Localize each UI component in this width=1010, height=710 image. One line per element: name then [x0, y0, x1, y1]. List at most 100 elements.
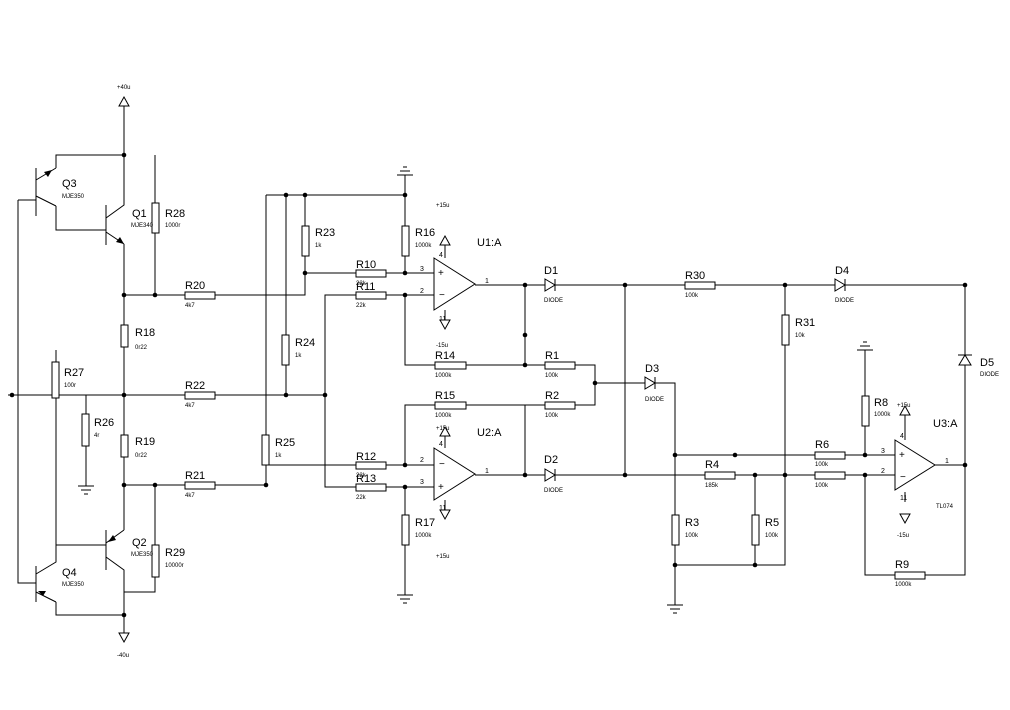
resistor-ref: R5	[765, 517, 779, 529]
opamp-ref: U2:A	[477, 427, 502, 439]
junction	[622, 282, 628, 288]
transistors: Q3 MJE350 Q1 MJE340 Q2 MJE350 Q4 MJE350	[18, 167, 154, 603]
plus-sign: +	[438, 268, 444, 279]
transistor-ref: Q4	[62, 567, 77, 579]
diode-d3: D3 DIODE	[644, 363, 664, 403]
resistor-value: 22k	[356, 281, 367, 287]
opamp-u2: − + 2 3 1 4 11 U2:A +15u +15u	[420, 426, 502, 560]
pin-number: 3	[881, 448, 885, 455]
resistor-ref: R1	[545, 350, 559, 362]
resistor-value: 100r	[64, 383, 76, 389]
junction	[152, 292, 158, 298]
plus-sign: +	[899, 450, 905, 461]
pin-number: 2	[420, 457, 424, 464]
arrow-down-icon	[439, 319, 451, 331]
opamp-u3: + − 3 2 1 4 11 U3:A TL074 +15u -15u	[881, 403, 958, 539]
pin-number: 2	[420, 288, 424, 295]
pin-number: 1	[485, 278, 489, 285]
junction	[9, 392, 15, 398]
resistor-value: 1000r	[165, 223, 180, 229]
resistor-value: 100k	[685, 533, 699, 539]
supply-label: +15u	[436, 554, 450, 560]
junction	[862, 452, 868, 458]
diode-ref: D3	[645, 363, 659, 375]
diode-ref: D5	[980, 357, 994, 369]
arrow-up-icon	[439, 234, 451, 246]
supply-label: -40u	[117, 653, 129, 659]
diode-ref: D1	[544, 265, 558, 277]
resistor-r3: R3 100k	[671, 514, 699, 546]
transistor-q2: Q2 MJE350	[76, 529, 154, 575]
resistor-value: 1000k	[415, 243, 432, 249]
pin-number: 4	[900, 433, 904, 440]
resistor-ref: R18	[135, 327, 155, 339]
resistor-value: 10000r	[165, 563, 184, 569]
junction	[402, 484, 408, 490]
resistor-ref: R11	[356, 281, 375, 293]
ground-icon	[667, 604, 683, 614]
diode-type: DIODE	[544, 298, 563, 304]
resistor-value: 1k	[295, 353, 302, 359]
transistor-ref: Q3	[62, 178, 77, 190]
resistor-value: 100k	[545, 413, 559, 419]
resistor-value: 0r22	[135, 345, 148, 351]
minus-sign: −	[439, 459, 445, 470]
resistor-value: 100k	[765, 533, 779, 539]
supply-label: +15u	[436, 203, 450, 209]
resistor-value: 4k7	[185, 303, 195, 309]
resistor-ref: R3	[685, 517, 699, 529]
plus-sign: +	[438, 482, 444, 493]
resistor-ref: R27	[64, 367, 84, 379]
supply-label: -15u	[897, 533, 909, 539]
resistor-ref: R13	[356, 473, 376, 485]
junction	[283, 392, 289, 398]
resistor-value: 22k	[356, 473, 367, 479]
resistor-value: 1k	[275, 453, 282, 459]
junction	[121, 482, 127, 488]
supply-label: +40u	[117, 85, 131, 91]
pin-number: 1	[485, 468, 489, 475]
resistor-ref: R21	[185, 470, 205, 482]
resistor-ref: R28	[165, 208, 185, 220]
diode-type: DIODE	[980, 372, 999, 378]
resistor-ref: R25	[275, 437, 295, 449]
resistor-value: 10k	[795, 333, 806, 339]
junction	[672, 452, 678, 458]
junction	[402, 192, 408, 198]
junction	[732, 452, 738, 458]
junction	[672, 562, 678, 568]
junction	[522, 362, 528, 368]
transistor-q4: Q4 MJE350	[35, 545, 85, 603]
resistor-value: 1000k	[435, 413, 452, 419]
resistor-value: 1000k	[435, 373, 452, 379]
transistor-q1: Q1 MJE340	[76, 168, 154, 245]
resistor-ref: R31	[795, 317, 815, 329]
junction	[152, 482, 158, 488]
vplus-arrow-icon: +40u	[117, 85, 131, 107]
resistor-r16: R16 1000k	[401, 225, 435, 257]
resistor-ref: R16	[415, 227, 435, 239]
resistor-ref: R10	[356, 259, 376, 271]
resistor-value: 22k	[356, 303, 367, 309]
transistor-type: MJE350	[62, 582, 85, 588]
junction	[782, 282, 788, 288]
resistor-ref: R4	[705, 459, 719, 471]
resistor-ref: R8	[874, 397, 888, 409]
resistor-ref: R14	[435, 350, 455, 362]
supply-label: +15u	[436, 426, 450, 432]
junction	[402, 292, 408, 298]
junction	[522, 332, 528, 338]
junctions	[9, 152, 968, 618]
junction	[622, 472, 628, 478]
